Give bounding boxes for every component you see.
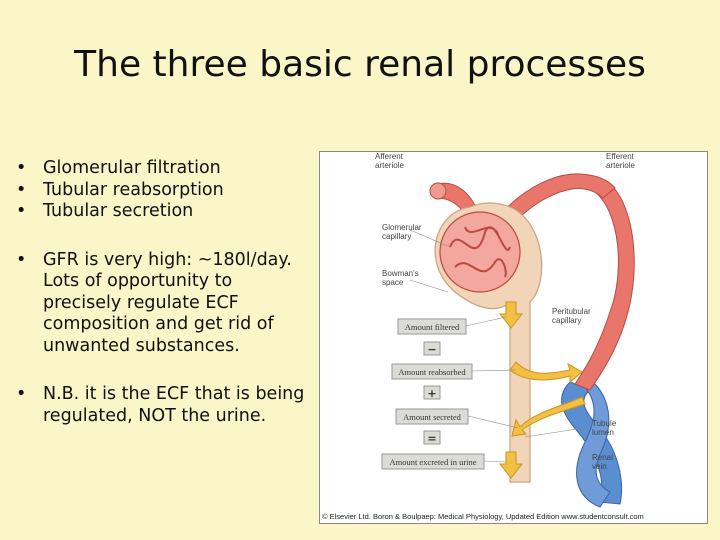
label-bowmans-1: Bowman's: [382, 269, 419, 278]
glomerulus-shape: [439, 211, 521, 293]
slide-title: The three basic renal processes: [74, 44, 646, 85]
label-tubule-2: lumen: [592, 428, 614, 437]
equals-symbol: =: [427, 432, 436, 445]
bullet-item: Glomerular filtration: [14, 158, 310, 180]
minus-symbol: −: [427, 343, 436, 356]
figure-credit: © Elsevier Ltd. Boron & Boulpaep: Medica…: [322, 512, 644, 521]
bullet-list: Glomerular filtration Tubular reabsorpti…: [14, 158, 310, 427]
label-renal-2: vein: [592, 462, 607, 471]
label-peritubular-1: Peritubular: [552, 307, 591, 316]
box-excreted: Amount excreted in urine: [389, 457, 476, 467]
label-renal-1: Renal: [592, 453, 613, 462]
label-glomerular-1: Glomerular: [382, 223, 422, 232]
label-efferent-2: arteriole: [606, 161, 635, 170]
label-afferent-1: Afferent: [375, 152, 404, 161]
peritubular-capillary-shape: [574, 183, 635, 391]
label-afferent-2: arteriole: [375, 161, 404, 170]
label-glomerular-2: capillary: [382, 232, 411, 241]
nephron-diagram: Amount filtered − Amount reabsorbed + Am…: [322, 152, 644, 521]
renal-vein-shape: [576, 383, 611, 508]
bullet-item: GFR is very high: ~180l/day. Lots of opp…: [14, 250, 310, 358]
label-bowmans-2: space: [382, 278, 404, 287]
flow-arrows: [498, 301, 586, 479]
bullet-group-gfr: GFR is very high: ~180l/day. Lots of opp…: [14, 250, 310, 358]
box-filtered: Amount filtered: [405, 322, 460, 332]
box-secreted: Amount secreted: [403, 412, 462, 422]
plus-symbol: +: [427, 387, 436, 400]
bullet-group-processes: Glomerular filtration Tubular reabsorpti…: [14, 158, 310, 223]
label-tubule-1: Tubule: [592, 419, 617, 428]
bullet-item: Tubular reabsorption: [14, 180, 310, 202]
label-peritubular-2: capillary: [552, 316, 581, 325]
box-reabsorbed: Amount reabsorbed: [398, 367, 466, 377]
label-boxes: Amount filtered − Amount reabsorbed + Am…: [381, 318, 485, 470]
bullet-item: N.B. it is the ECF that is being regulat…: [14, 384, 310, 427]
renal-processes-figure: Amount filtered − Amount reabsorbed + Am…: [319, 151, 708, 524]
label-efferent-1: Efferent: [606, 152, 635, 161]
bullet-group-note: N.B. it is the ECF that is being regulat…: [14, 384, 310, 427]
bullet-item: Tubular secretion: [14, 201, 310, 223]
